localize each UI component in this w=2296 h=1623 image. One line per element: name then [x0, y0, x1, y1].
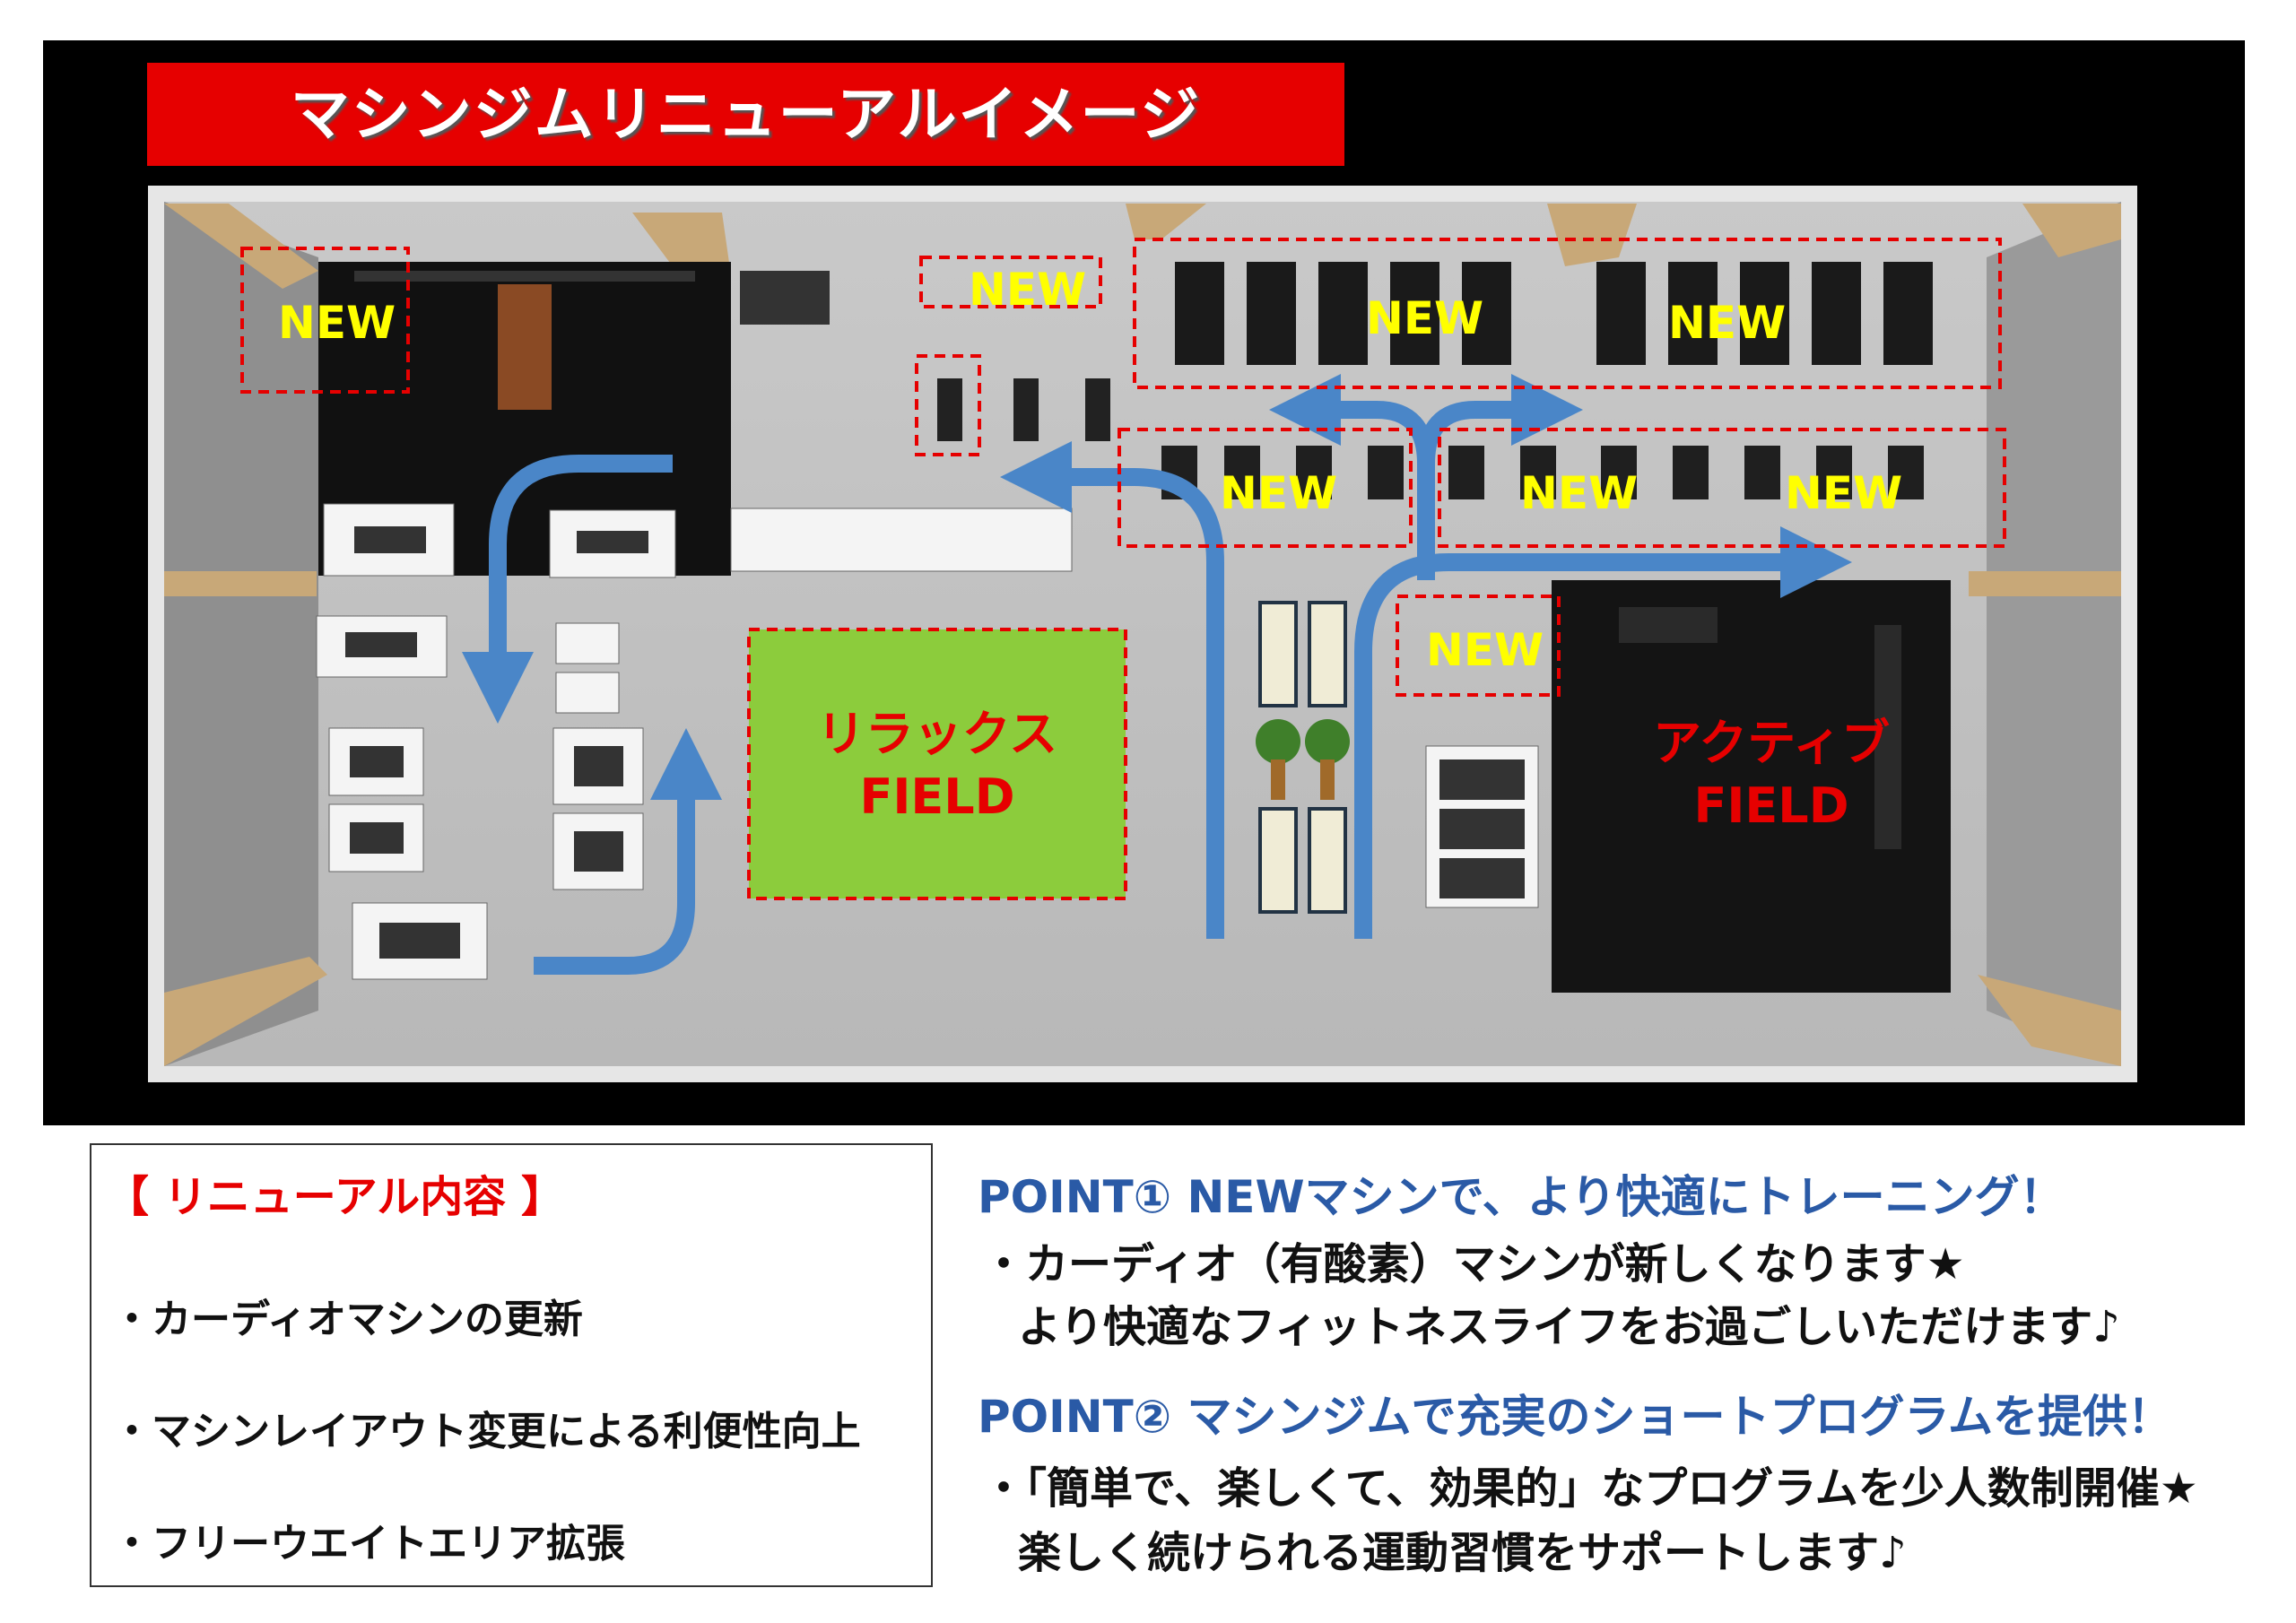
page-title: マシンジムリニューアルイメージ — [290, 80, 1202, 149]
rowing-machine — [740, 271, 830, 325]
new-label-treadmill-2: NEW — [1668, 297, 1786, 349]
renewal-box — [90, 1143, 933, 1587]
new-label-bike-1: NEW — [1220, 467, 1337, 519]
active-field-label-1: アクティブ — [1653, 715, 1890, 771]
renewal-item: ・カーディオマシンの更新 — [112, 1297, 583, 1342]
point-1-line-2: より快適なフィットネスライフをお過ごしいただけます♪ — [1018, 1302, 2120, 1352]
relax-benches — [1258, 601, 1347, 914]
beam — [1969, 571, 2121, 596]
bike-row — [1161, 446, 1924, 499]
new-boxes — [240, 238, 2006, 697]
relax-field-label-1: リラックス — [817, 706, 1057, 762]
rack — [1874, 625, 1901, 849]
beam — [1547, 204, 1637, 266]
beam — [2022, 204, 2121, 257]
gym-floorplan: リラックス FIELD アクティブ FIELD — [148, 186, 2137, 1082]
stepper-machines — [937, 378, 1110, 441]
new-label-treadmill-1: NEW — [1366, 292, 1483, 344]
title-banner — [147, 63, 1344, 166]
beam — [164, 571, 317, 596]
relax-field-label-2: FIELD — [859, 768, 1014, 825]
new-label-bike-3: NEW — [1785, 467, 1902, 519]
beam — [164, 204, 318, 289]
relax-field-border — [747, 628, 1127, 900]
left-wall — [164, 202, 318, 1066]
new-label-bike-2: NEW — [1520, 467, 1638, 519]
point-2-line-1: ・「簡単で、楽しくて、効果的」なプログラムを少人数制開催★ — [982, 1463, 2198, 1514]
treadmill-row — [1175, 262, 1933, 365]
new-label-rower: NEW — [969, 264, 1086, 316]
renewal-item: ・フリーウエイトエリア拡張 — [112, 1521, 625, 1567]
new-label-center: NEW — [1426, 624, 1544, 676]
bench — [498, 284, 552, 410]
rack — [1619, 607, 1718, 643]
right-wall — [1987, 202, 2121, 1066]
beam — [164, 957, 327, 1066]
new-label-freeweight: NEW — [278, 297, 396, 349]
flow-arrows — [462, 374, 1852, 975]
point-1-line-1: ・カーディオ（有酸素）マシンが新しくなります★ — [982, 1239, 1965, 1289]
beam — [1126, 204, 1206, 239]
point-1-title: POINT① NEWマシンで、より快適にトレーニング！ — [978, 1171, 2065, 1223]
renewal-item: ・マシンレイアウト変更による利便性向上 — [112, 1409, 861, 1454]
renewal-heading: 【 リニューアル内容 】 — [106, 1172, 565, 1222]
active-field-label-2: FIELD — [1693, 777, 1848, 834]
strength-machine-icons — [345, 526, 1525, 959]
rack — [354, 271, 695, 282]
plant-icons — [1256, 719, 1350, 800]
relax-field — [749, 629, 1126, 898]
beam — [1978, 975, 2121, 1066]
point-2-line-2: 楽しく続けられる運動習慣をサポートします♪ — [1018, 1528, 1907, 1578]
point-2-title: POINT② マシンジムで充実のショートプログラムを提供！ — [978, 1391, 2172, 1443]
